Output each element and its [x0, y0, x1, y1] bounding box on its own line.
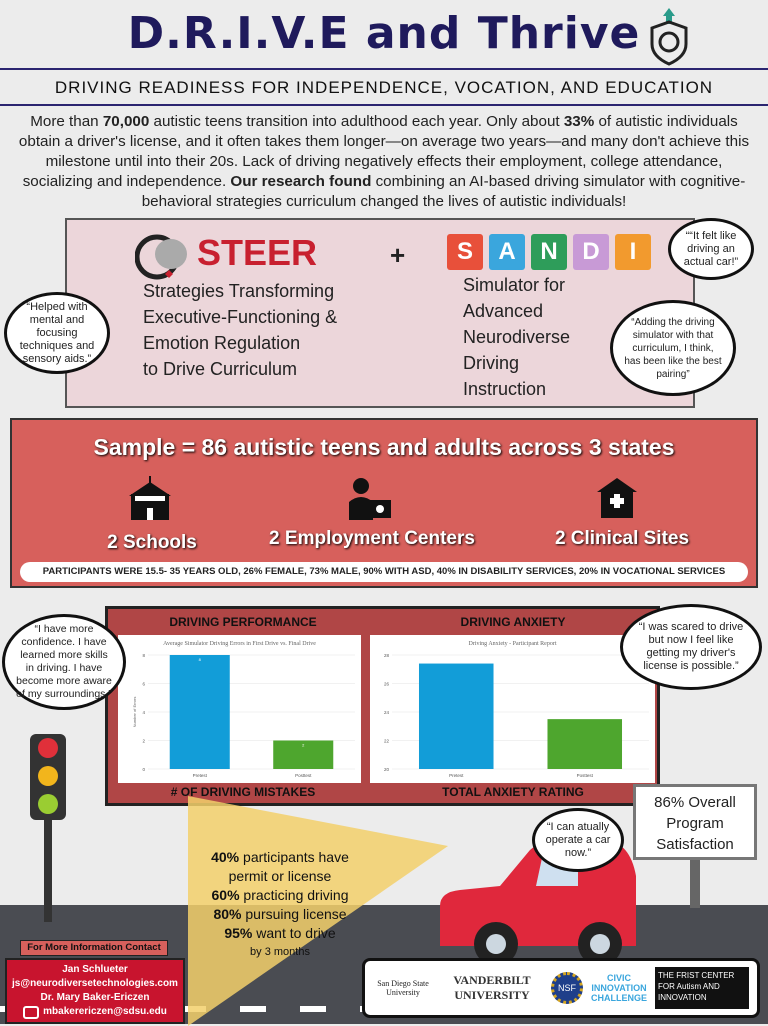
y-tick-label: 26	[384, 682, 390, 687]
sandi-letter: A	[489, 234, 525, 270]
traffic-light-icon	[20, 734, 76, 924]
vanderbilt-logo: VANDERBILT UNIVERSITY	[453, 973, 531, 1002]
contact-box: Jan Schlueter js@neurodiversetechnologie…	[5, 958, 185, 1024]
site-schools: 2 Schools	[107, 532, 197, 553]
steering-shield-icon	[648, 8, 690, 66]
divider	[0, 104, 768, 106]
outcomes-list: 40% participants have permit or license …	[211, 849, 349, 958]
chart-title: Average Simulator Driving Errors in Firs…	[163, 641, 316, 647]
quote-bubble: “Helped with mental and focusing techniq…	[4, 292, 110, 374]
anxiety-heading: DRIVING ANXIETY	[460, 615, 566, 629]
y-tick-label: 24	[384, 710, 390, 715]
performance-chart: Average Simulator Driving Errors in Firs…	[118, 635, 361, 783]
page-title: D.R.I.V.E and Thrive	[127, 8, 641, 59]
school-icon	[127, 476, 173, 522]
anxiety-footer: TOTAL ANXIETY RATING	[442, 785, 584, 799]
site-clinical: 2 Clinical Sites	[554, 528, 690, 549]
site-employment: 2 Employment Centers	[269, 528, 475, 549]
sandi-letter: D	[573, 234, 609, 270]
y-tick-label: 20	[384, 767, 390, 772]
chart-title: Driving Anxiety - Participant Report	[469, 641, 557, 647]
y-tick-label: 6	[142, 682, 145, 687]
employment-icon	[347, 476, 393, 522]
sdsu-logo: San Diego State University	[377, 979, 429, 997]
partner-logos: San Diego State University VANDERBILT UN…	[362, 958, 760, 1018]
y-tick-label: 22	[384, 739, 390, 744]
anxiety-chart: Driving Anxiety - Participant Report 20 22…	[370, 635, 655, 783]
quote-bubble: “I can atually operate a car now.”	[532, 808, 624, 872]
y-tick-label: 0	[142, 767, 145, 772]
performance-footer: # OF DRIVING MISTAKES	[170, 785, 316, 799]
bar	[547, 719, 623, 769]
sample-title: Sample = 86 autistic teens and adults ac…	[93, 434, 675, 460]
x-tick-label: Pretest	[449, 773, 464, 778]
data-label: 8	[199, 657, 202, 662]
quote-bubble: ““It felt like driving an actual car!”	[668, 218, 754, 280]
billboard-post	[690, 860, 700, 908]
contact-header: For More Information Contact	[20, 940, 168, 956]
y-tick-label: 8	[142, 653, 145, 658]
participants-summary: PARTICIPANTS WERE 15.5- 35 YEARS OLD, 26…	[20, 562, 748, 582]
quote-bubble: “Adding the driving simulator with that …	[610, 300, 736, 396]
y-tick-label: 2	[142, 739, 145, 744]
quote-bubble: “I was scared to drive but now I feel li…	[620, 604, 762, 690]
x-tick-label: Posttest	[295, 773, 312, 778]
intro-paragraph: More than 70,000 autistic teens transiti…	[18, 113, 750, 210]
subtitle: Driving Readiness for Independence, Voca…	[54, 78, 714, 97]
clinic-icon	[597, 476, 637, 518]
y-axis-label: Number of Errors	[132, 697, 137, 728]
steer-logo: STEER	[197, 232, 318, 273]
mail-icon	[23, 1005, 40, 1019]
contact-email[interactable]: js@neurodiversetechnologies.com	[12, 978, 178, 989]
bar	[169, 655, 230, 769]
sandi-letter: S	[447, 234, 483, 270]
sandi-letter: N	[531, 234, 567, 270]
plus-sign: +	[390, 240, 406, 270]
frist-logo: THE FRIST CENTER FOR Autism AND INNOVATI…	[655, 967, 749, 1009]
data-label: 2	[302, 743, 305, 748]
sandi-letter: I	[615, 234, 651, 270]
y-tick-label: 4	[142, 710, 145, 715]
contact-email[interactable]: mbakerericzen@sdsu.edu	[43, 1006, 167, 1017]
performance-heading: DRIVING PERFORMANCE	[169, 615, 317, 629]
divider	[0, 68, 768, 70]
bar	[273, 740, 334, 769]
x-tick-label: Pretest	[193, 773, 208, 778]
satisfaction-billboard: 86% Overall Program Satisfaction	[633, 784, 757, 860]
quote-bubble: “I have more confidence. I have learned …	[2, 614, 126, 710]
bar	[418, 663, 494, 769]
contact-name: Jan Schlueter	[62, 964, 128, 975]
steer-brain-icon	[134, 232, 191, 282]
results-charts-panel: DRIVING PERFORMANCE DRIVING ANXIETY Aver…	[105, 606, 660, 806]
contact-name: Dr. Mary Baker-Ericzen	[40, 992, 150, 1003]
civic-logo: CIVIC INNOVATION CHALLENGE	[591, 973, 647, 1003]
y-tick-label: 28	[384, 653, 390, 658]
nsf-logo: NSF	[551, 972, 583, 1004]
sample-panel: Sample = 86 autistic teens and adults ac…	[10, 418, 758, 588]
x-tick-label: Posttest	[577, 773, 594, 778]
